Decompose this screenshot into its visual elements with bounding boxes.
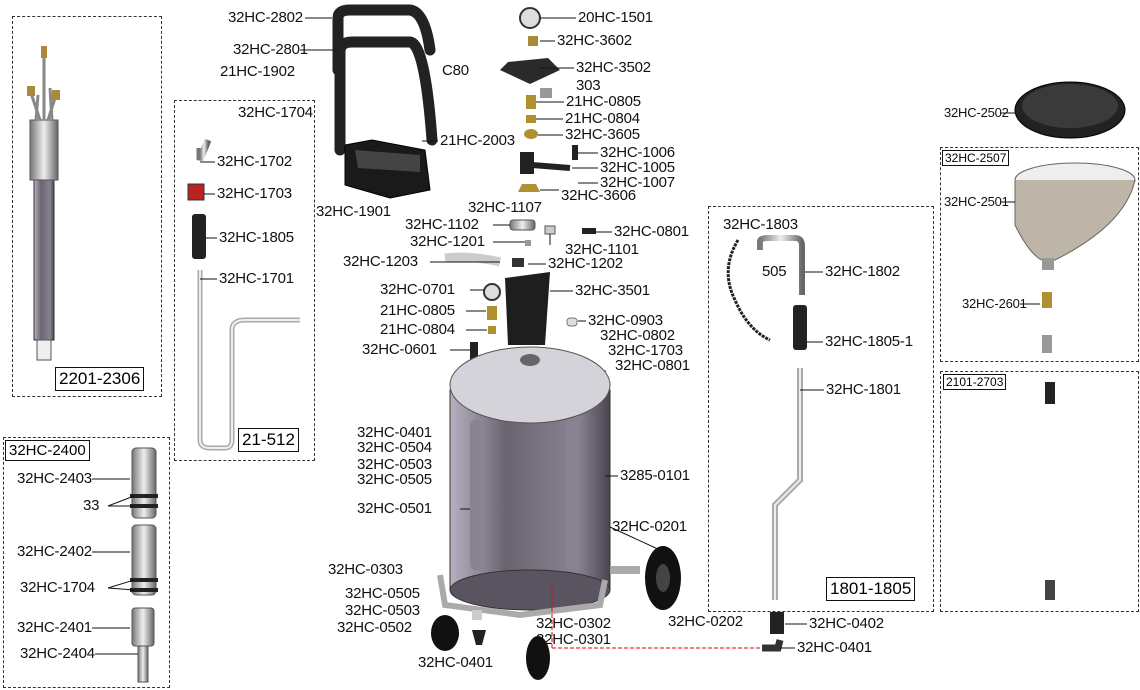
part-label-20hc-1501: 20HC-1501 — [578, 9, 653, 26]
part-label-32hc-1107: 32HC-1107 — [468, 199, 542, 216]
part-label-32hc-1701: 32HC-1701 — [219, 270, 294, 287]
part-label-32hc-0401: 32HC-0401 — [357, 424, 432, 441]
part-label-21hc-1902: 21HC-1902 — [220, 63, 295, 80]
part-label-32hc-0303: 32HC-0303 — [328, 561, 403, 578]
group-label-21-512: 21-512 — [238, 428, 299, 452]
part-label-32hc-0501: 32HC-0501 — [357, 500, 432, 517]
part-label-32hc-1702: 32HC-1702 — [217, 153, 292, 170]
part-label-32hc-1703: 32HC-1703 — [608, 342, 683, 359]
handle-drawing — [332, 4, 438, 199]
part-label-32hc-1805-1: 32HC-1805-1 — [825, 333, 913, 350]
part-label-32hc-2801: 32HC-2801 — [233, 41, 308, 58]
group-box-21-512 — [174, 100, 315, 461]
fitting-parts-drawing — [444, 219, 606, 382]
part-label-32hc-0505: 32HC-0505 — [345, 585, 420, 602]
part-label-32hc-2404: 32HC-2404 — [20, 645, 95, 662]
group-box-2101-2703 — [940, 371, 1139, 612]
part-label-32hc-0302: 32HC-0302 — [536, 615, 611, 632]
tank-drawing — [431, 346, 760, 680]
part-label-21hc-0805: 21HC-0805 — [380, 302, 455, 319]
part-label-32hc-0503: 32HC-0503 — [345, 602, 420, 619]
part-label-32hc-0701: 32HC-0701 — [380, 281, 455, 298]
tube-set-drawing — [187, 138, 300, 451]
part-label-32hc-2402: 32HC-2402 — [17, 543, 92, 560]
part-label-32hc-0401: 32HC-0401 — [797, 639, 872, 656]
part-label-32hc-2802: 32HC-2802 — [228, 9, 303, 26]
part-label-32hc-1805: 32HC-1805 — [219, 229, 294, 246]
part-label-32hc-0503: 32HC-0503 — [357, 456, 432, 473]
group-label-2101-2703: 2101-2703 — [943, 374, 1007, 390]
part-label-c80: C80 — [442, 62, 469, 79]
part-label-32hc-3502: 32HC-3502 — [576, 59, 651, 76]
part-label-32hc-1901: 32HC-1901 — [316, 203, 391, 220]
part-label-303: 303 — [576, 77, 601, 94]
leader-lines — [92, 17, 1040, 655]
part-label-32hc-1803: 32HC-1803 — [723, 216, 798, 233]
group-box-32hc-2507 — [940, 147, 1139, 362]
part-label-32hc-2401: 32HC-2401 — [17, 619, 92, 636]
group-box-1801-1805 — [708, 206, 934, 612]
part-label-32hc-2501: 32HC-2501 — [944, 194, 1009, 209]
part-label-32hc-1005: 32HC-1005 — [600, 159, 675, 176]
valve-parts-drawing — [500, 7, 578, 192]
probe-set-drawing — [27, 46, 60, 361]
group-label-1801-1805: 1801-1805 — [826, 577, 916, 601]
part-label-32hc-3606: 32HC-3606 — [561, 187, 636, 204]
part-label-32hc-1704: 32HC-1704 — [238, 104, 313, 121]
coupler-set-drawing — [130, 447, 158, 683]
group-label-32hc-2507: 32HC-2507 — [942, 150, 1010, 166]
part-label-32hc-1202: 32HC-1202 — [548, 255, 623, 272]
part-label-32hc-2502: 32HC-2502 — [944, 105, 1009, 120]
part-label-32hc-0504: 32HC-0504 — [357, 439, 432, 456]
group-box-32hc-2400 — [3, 437, 170, 688]
part-label-33: 33 — [83, 497, 100, 514]
part-label-32hc-1006: 32HC-1006 — [600, 144, 675, 161]
part-label-32hc-0202: 32HC-0202 — [668, 613, 743, 630]
part-label-21hc-2003: 21HC-2003 — [440, 132, 515, 149]
part-label-32hc-0502: 32HC-0502 — [337, 619, 412, 636]
part-label-32hc-1703: 32HC-1703 — [217, 185, 292, 202]
part-label-32hc-0301: 32HC-0301 — [536, 631, 611, 648]
group-label-32hc-2400: 32HC-2400 — [5, 440, 90, 461]
group-box-2201-2306 — [12, 16, 162, 397]
part-label-32hc-0802: 32HC-0802 — [600, 327, 675, 344]
part-label-32hc-0505: 32HC-0505 — [357, 471, 432, 488]
part-label-32hc-1802: 32HC-1802 — [825, 263, 900, 280]
part-label-32hc-1102: 32HC-1102 — [405, 216, 479, 233]
part-label-32hc-1801: 32HC-1801 — [826, 381, 901, 398]
part-label-32hc-3501: 32HC-3501 — [575, 282, 650, 299]
group-label-2201-2306: 2201-2306 — [55, 367, 145, 391]
part-label-32hc-1007: 32HC-1007 — [600, 174, 675, 191]
part-label-32hc-0903: 32HC-0903 — [588, 312, 663, 329]
part-label-32hc-1203: 32HC-1203 — [343, 253, 418, 270]
part-label-32hc-2403: 32HC-2403 — [17, 470, 92, 487]
part-label-32hc-0402: 32HC-0402 — [809, 615, 884, 632]
part-label-3285-0101: 3285-0101 — [620, 467, 690, 484]
part-label-32hc-0401: 32HC-0401 — [418, 654, 493, 671]
part-label-32hc-0801: 32HC-0801 — [614, 223, 689, 240]
part-label-32hc-1704: 32HC-1704 — [20, 579, 95, 596]
part-label-32hc-0601: 32HC-0601 — [362, 341, 437, 358]
part-label-32hc-0801: 32HC-0801 — [615, 357, 690, 374]
part-label-21hc-0805: 21HC-0805 — [566, 93, 641, 110]
part-label-32hc-1201: 32HC-1201 — [410, 233, 485, 250]
part-label-32hc-2601: 32HC-2601 — [962, 296, 1027, 311]
part-label-505: 505 — [762, 263, 787, 280]
part-label-21hc-0804: 21HC-0804 — [565, 110, 640, 127]
part-label-32hc-0201: 32HC-0201 — [612, 518, 687, 535]
funnel-drawing — [1014, 81, 1136, 600]
suction-tube-drawing — [726, 235, 807, 652]
part-label-32hc-3605: 32HC-3605 — [565, 126, 640, 143]
part-label-32hc-1101: 32HC-1101 — [565, 241, 639, 258]
part-label-21hc-0804: 21HC-0804 — [380, 321, 455, 338]
part-label-32hc-3602: 32HC-3602 — [557, 32, 632, 49]
